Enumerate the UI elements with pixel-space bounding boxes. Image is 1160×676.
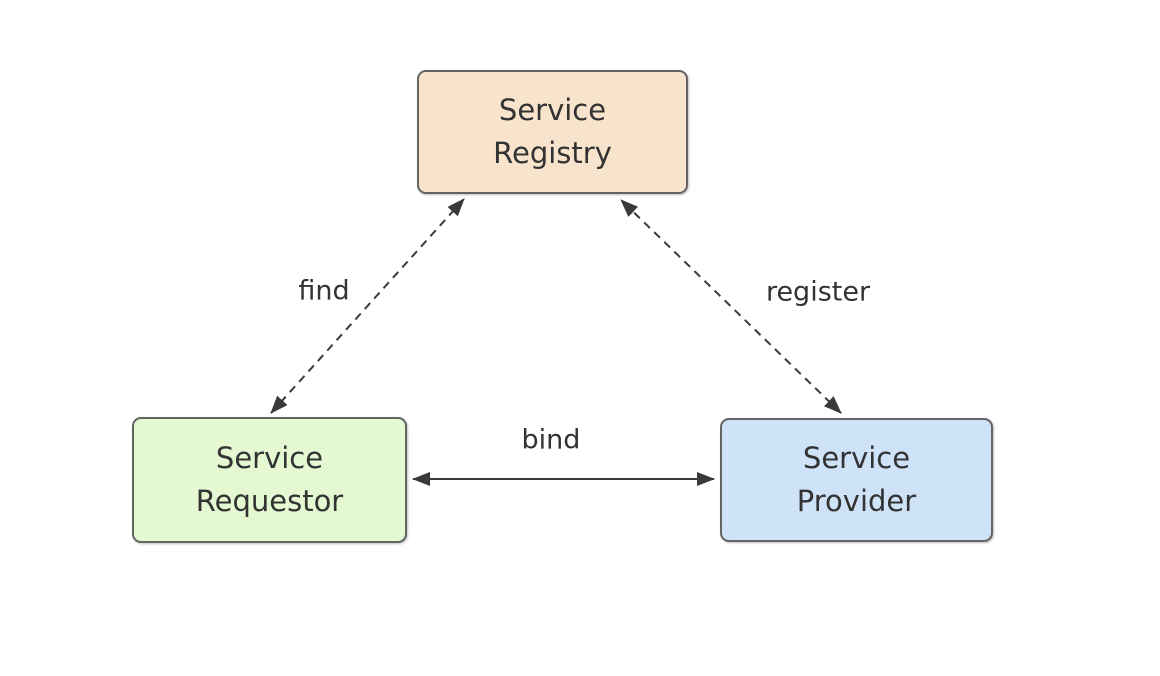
edge-label-bind: bind bbox=[521, 424, 581, 456]
node-service-provider: Service Provider bbox=[720, 418, 993, 542]
edge-register-arrow bbox=[620, 199, 842, 414]
edge-find-arrow bbox=[270, 198, 465, 414]
node-service-registry: Service Registry bbox=[417, 70, 688, 194]
edge-label-find: find bbox=[298, 275, 350, 307]
edge-label-register: register bbox=[765, 276, 871, 308]
node-service-requestor: Service Requestor bbox=[132, 417, 407, 543]
